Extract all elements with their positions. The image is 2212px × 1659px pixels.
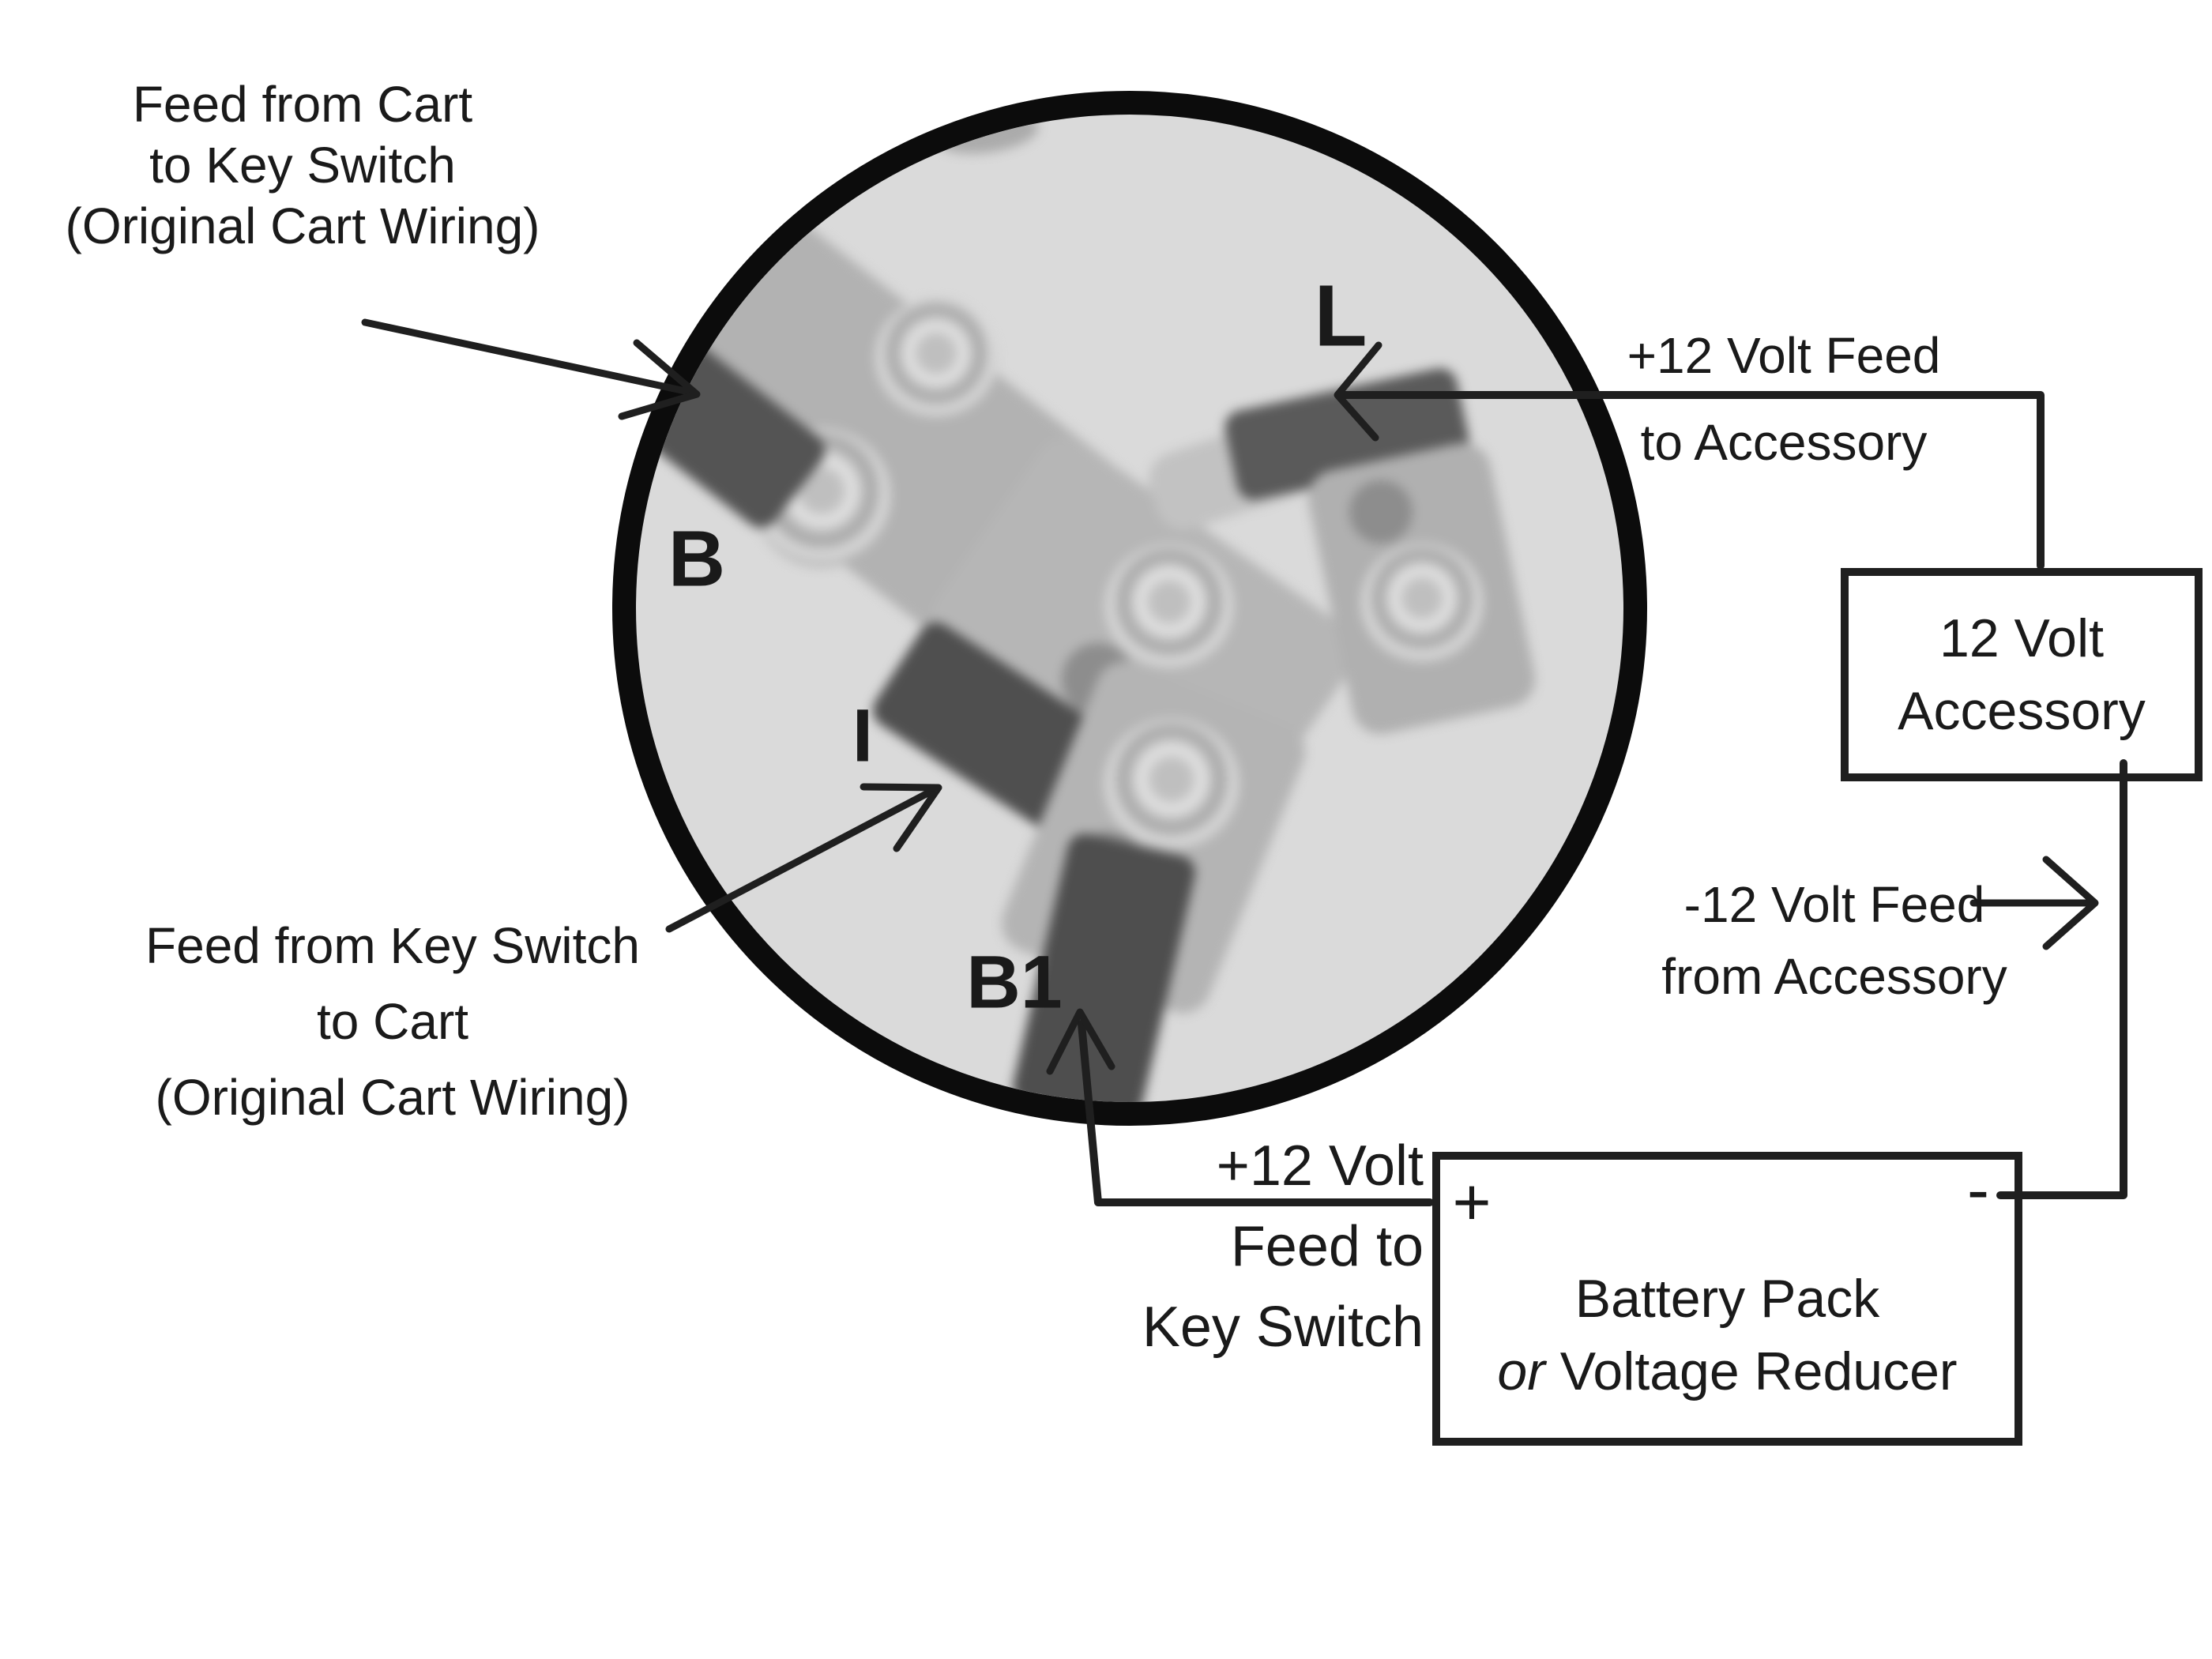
- note-plus12-to-key-switch: +12 Volt Feed to Key Switch: [1044, 1126, 1424, 1367]
- arrow-to-i-terminal: [665, 783, 942, 933]
- note-line: to Key Switch: [149, 137, 456, 194]
- note-minus12-from-accessory: -12 Volt Feed from Accessory: [1558, 869, 2111, 1013]
- note-plus12-to-accessory: +12 Volt Feed to Accessory: [1547, 312, 2021, 486]
- wire-l-to-accessory: [1334, 341, 2045, 570]
- battery-box-line1: Battery Pack: [1574, 1269, 1880, 1329]
- note-feed-from-cart: Feed from Cart to Key Switch (Original C…: [14, 74, 591, 257]
- accessory-box-line1: 12 Volt: [1939, 608, 2104, 668]
- b1-rivet: [1104, 718, 1240, 854]
- i-rivet: [1104, 544, 1234, 673]
- note-line: Feed to: [1230, 1215, 1424, 1278]
- terminal-i-label: I: [852, 694, 874, 778]
- accessory-box: 12 Volt Accessory: [1841, 568, 2203, 781]
- note-line: Key Switch: [1142, 1296, 1424, 1359]
- arrow-to-b-terminal: [361, 318, 701, 420]
- note-line: from Accessory: [1661, 948, 2007, 1005]
- note-line: +12 Volt: [1216, 1134, 1424, 1198]
- battery-box: Battery Pack or Voltage Reducer: [1432, 1152, 2022, 1446]
- note-line: -12 Volt Feed: [1683, 876, 1985, 933]
- note-line: Feed from Key Switch: [145, 917, 640, 974]
- battery-box-or: or: [1497, 1341, 1545, 1401]
- terminal-b1-label: B1: [966, 940, 1063, 1025]
- accessory-box-line2: Accessory: [1898, 681, 2146, 741]
- terminal-l-label: L: [1314, 267, 1367, 365]
- l-rivet: [1360, 543, 1484, 666]
- battery-box-line2: or Voltage Reducer: [1497, 1335, 1957, 1408]
- note-line: Feed from Cart: [132, 76, 473, 133]
- wire-b1-to-battery-plus: [1046, 1008, 1434, 1206]
- battery-box-line2-rest: Voltage Reducer: [1544, 1341, 1958, 1401]
- note-line: (Original Cart Wiring): [65, 198, 540, 254]
- battery-plus-symbol: +: [1452, 1164, 1492, 1240]
- key-switch-photo: [636, 115, 1623, 1102]
- arrow-minus12-feed: [1969, 856, 2099, 950]
- note-line: +12 Volt Feed: [1627, 327, 1941, 384]
- l-hole: [1349, 480, 1413, 544]
- note-feed-from-key-switch: Feed from Key Switch to Cart (Original C…: [77, 908, 709, 1135]
- wire-accessory-to-battery-minus: [1996, 759, 2127, 1199]
- b-rivet-upper: [875, 298, 998, 421]
- terminal-b-label: B: [668, 514, 726, 604]
- note-line: to Cart: [316, 993, 469, 1050]
- note-line: to Accessory: [1640, 414, 1928, 471]
- battery-minus-symbol: -: [1967, 1152, 1989, 1227]
- note-line: (Original Cart Wiring): [155, 1069, 630, 1126]
